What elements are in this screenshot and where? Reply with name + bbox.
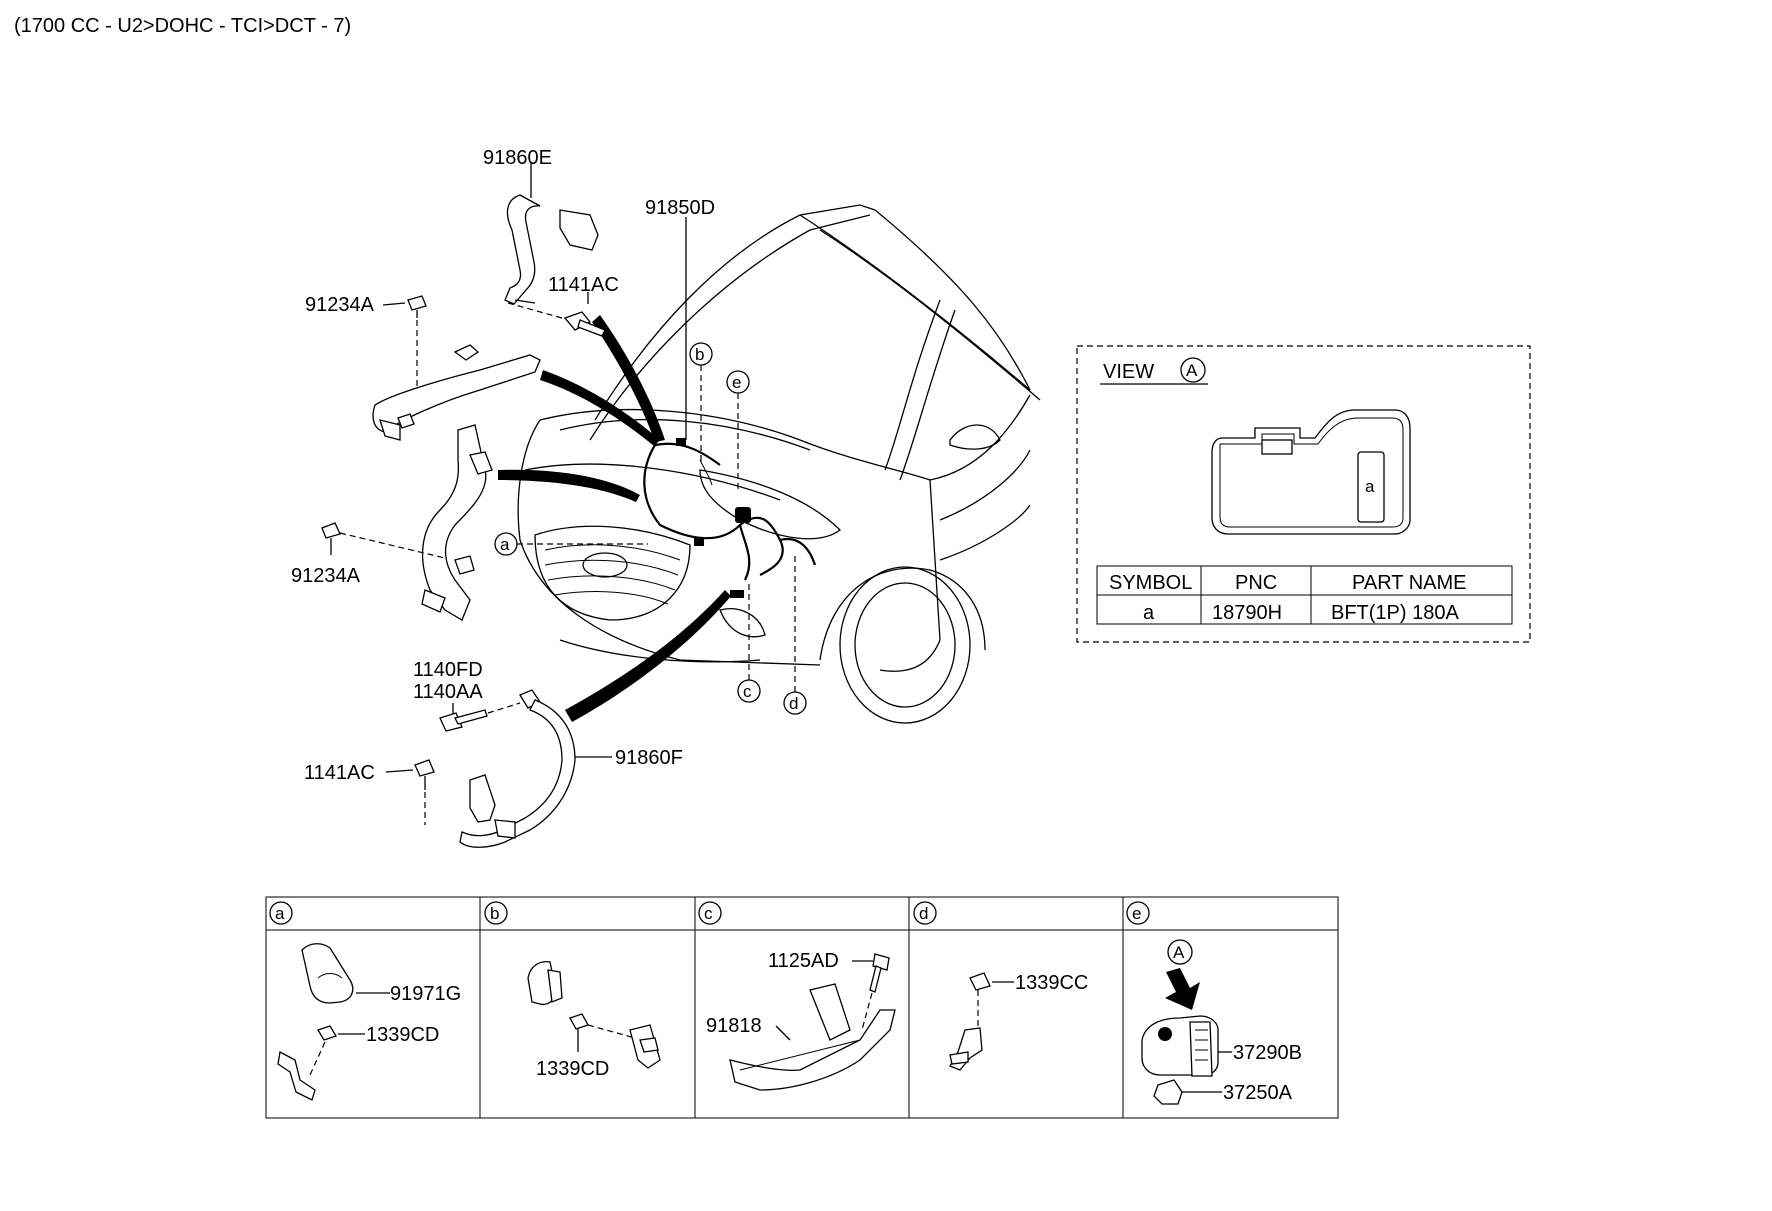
detail-col-c: c 1125AD 91818: [698, 901, 896, 1091]
vt-cell-pnc: 18790H: [1212, 602, 1282, 624]
label-1141AC-top: 1141AC: [548, 274, 619, 296]
bolt-1140FD: [439, 709, 488, 732]
callout-c: c: [737, 580, 761, 703]
part-91971G: 91971G: [390, 983, 461, 1005]
vt-header-pnc: PNC: [1235, 572, 1277, 594]
callout-e: e: [726, 370, 750, 490]
vt-cell-symbol: a: [1143, 602, 1155, 624]
view-ref: A: [1186, 361, 1198, 380]
label-91234A-mid: 91234A: [291, 565, 361, 587]
view-a-box: VIEW A a SYMBOL PNC PART NAME a 18790H B…: [1076, 345, 1531, 643]
part-91818: 91818: [706, 1015, 762, 1037]
label-1140AA: 1140AA: [413, 681, 483, 703]
location-pointers: [498, 315, 731, 722]
label-1141AC-bot: 1141AC: [304, 762, 375, 784]
part-37250A: 37250A: [1223, 1082, 1293, 1104]
detail-key-e: e: [1132, 904, 1141, 923]
detail-col-e: e A 37290B 37250A: [1126, 901, 1302, 1105]
bolt-91234A-top: [407, 295, 427, 318]
bracket-lower: [421, 424, 493, 621]
svg-text:d: d: [789, 694, 798, 713]
part-91860E: [504, 194, 599, 305]
svg-text:c: c: [743, 682, 752, 701]
detail-table: [265, 896, 1339, 1119]
label-91850D: 91850D: [645, 197, 715, 219]
detail-col-b: b 1339CD: [484, 901, 661, 1080]
engine-spec-text: (1700 CC - U2>DOHC - TCI>DCT - 7): [14, 15, 351, 37]
bolt-1141AC-bot: [414, 759, 435, 790]
callout-d: d: [783, 555, 807, 715]
label-91860F: 91860F: [615, 747, 683, 769]
part-91860F: [459, 689, 576, 848]
svg-text:b: b: [695, 345, 704, 364]
part-1339CC: 1339CC: [1015, 972, 1088, 994]
part-1339CD-a: 1339CD: [366, 1024, 439, 1046]
detail-key-a: a: [275, 904, 285, 923]
main-harness: [643, 438, 817, 598]
part-1339CD-b: 1339CD: [536, 1058, 609, 1080]
label-91860E: 91860E: [483, 147, 552, 169]
vt-header-partname: PART NAME: [1352, 572, 1466, 594]
detail-key-d: d: [919, 904, 928, 923]
svg-text:e: e: [732, 373, 741, 392]
bracket-upper: [372, 344, 541, 441]
vt-cell-partname: BFT(1P) 180A: [1331, 602, 1459, 624]
detail-col-a: a 91971G 1339CD: [269, 901, 461, 1101]
view-direction-arrow: [1165, 968, 1200, 1010]
detail-key-b: b: [490, 904, 499, 923]
callout-b: b: [689, 342, 713, 465]
part-37290B: 37290B: [1233, 1042, 1302, 1064]
callout-a: a: [494, 532, 648, 556]
bolt-91234A-mid: [321, 522, 341, 555]
svg-text:a: a: [500, 535, 510, 554]
label-1140FD: 1140FD: [413, 659, 483, 681]
detail-col-d: d 1339CC: [913, 901, 1088, 1071]
label-91234A-top: 91234A: [305, 294, 375, 316]
view-slot-label: a: [1365, 477, 1375, 496]
vt-header-symbol: SYMBOL: [1109, 572, 1192, 594]
detail-ref-e: A: [1173, 943, 1185, 962]
view-title: VIEW: [1103, 361, 1154, 383]
part-1125AD: 1125AD: [768, 950, 839, 972]
detail-key-c: c: [704, 904, 713, 923]
bolt-1141AC-top: [563, 292, 606, 337]
